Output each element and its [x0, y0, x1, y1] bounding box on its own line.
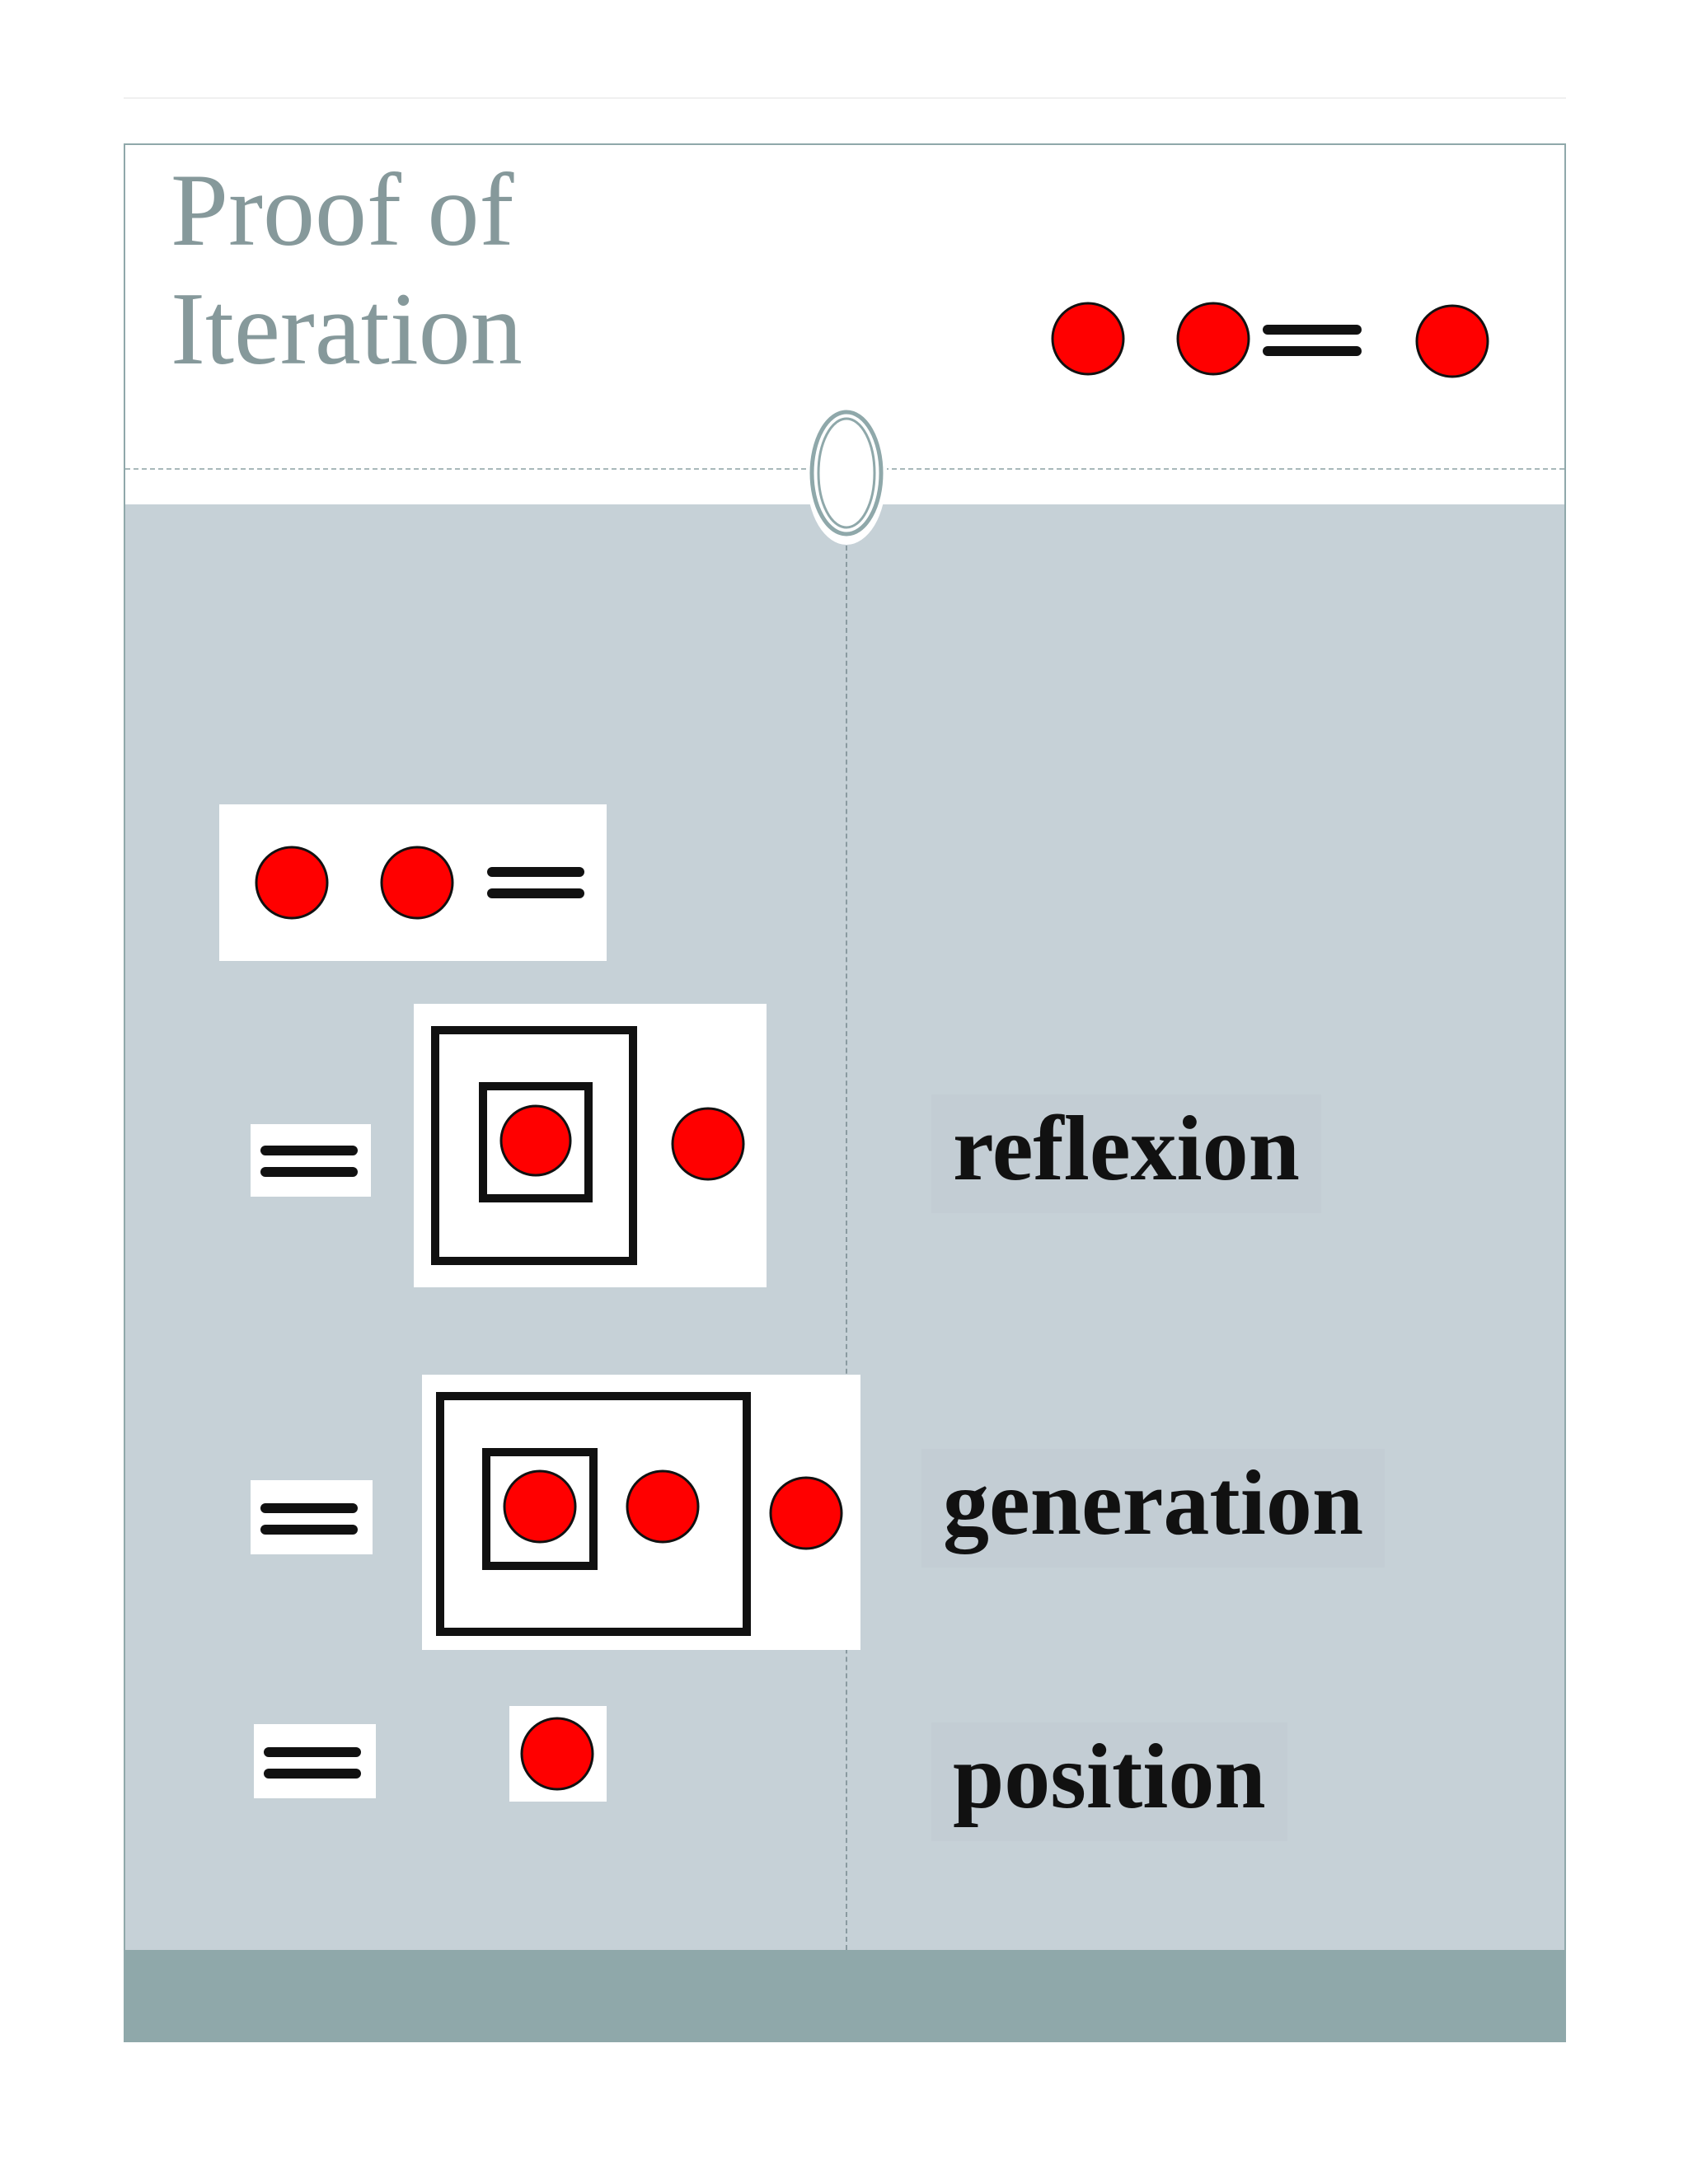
step-label-generation: generation: [921, 1449, 1386, 1568]
slide-title: Proof of Iteration: [171, 152, 523, 389]
red-dot: [671, 1107, 745, 1181]
reflexion-diagram-card: [414, 1004, 767, 1287]
red-dot: [499, 1104, 572, 1177]
slide: Proof of Iteration: [124, 143, 1566, 2042]
red-dot: [626, 1469, 700, 1544]
step-label-reflexion: reflexion: [931, 1094, 1321, 1213]
title-line-2: Iteration: [171, 272, 523, 387]
red-dot: [1176, 302, 1250, 376]
generation-diagram-card: [422, 1375, 860, 1650]
equals-sign: [260, 1503, 358, 1535]
red-dot: [1051, 302, 1125, 376]
equals-card: [251, 1480, 373, 1554]
equals-sign: [264, 1747, 361, 1779]
footer-band: [125, 1950, 1564, 2042]
inner-cut: [479, 1082, 593, 1202]
inner-cut: [482, 1448, 598, 1570]
equals-sign: [260, 1146, 358, 1177]
outer-cut: [436, 1392, 751, 1636]
title-line-1: Proof of: [171, 153, 514, 268]
content-panel: reflexion generation: [125, 504, 1564, 1950]
red-dot: [255, 846, 329, 920]
equals-sign: [487, 867, 584, 898]
equals-card: [251, 1124, 371, 1197]
equals-sign: [1263, 325, 1362, 356]
top-divider: [124, 97, 1566, 99]
red-dot: [1415, 304, 1489, 378]
red-dot: [503, 1469, 577, 1544]
step-label-position: position: [931, 1722, 1287, 1841]
equation-start-card: [219, 804, 607, 961]
equals-card: [254, 1724, 376, 1798]
header-equation: [1051, 302, 1489, 378]
red-dot: [520, 1717, 594, 1791]
red-dot: [769, 1476, 843, 1550]
outer-cut: [431, 1026, 637, 1265]
oval-connector: [806, 410, 887, 545]
center-divider: [846, 504, 847, 1950]
position-result-card: [509, 1706, 607, 1802]
red-dot: [380, 846, 454, 920]
